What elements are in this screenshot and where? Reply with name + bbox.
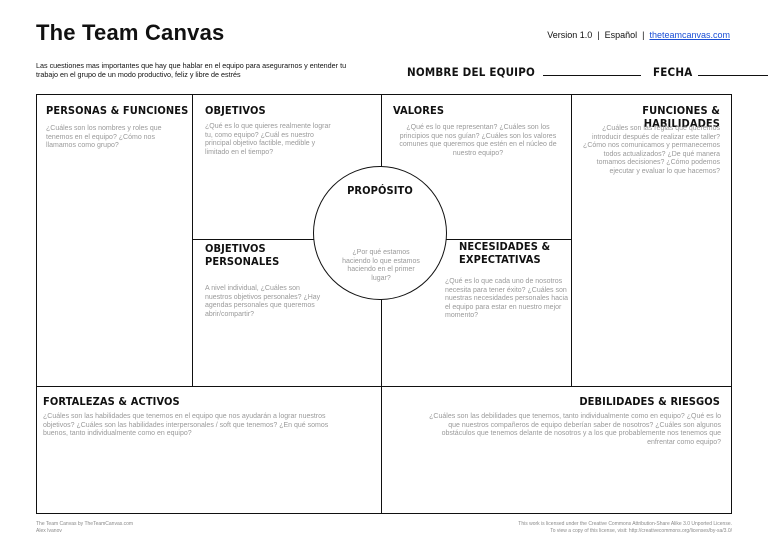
intro-text: Las cuestiones mas importantes que hay q… [36, 61, 347, 79]
section-hint-fortalezas[interactable]: ¿Cuáles son las habilidades que tenemos … [43, 413, 329, 438]
section-title-necesidades: NECESIDADES & EXPECTATIVAS [459, 240, 571, 266]
section-title-personales-line1: OBJETIVOS [205, 242, 266, 255]
language-link[interactable]: Español [604, 30, 638, 40]
purpose-circle [313, 166, 447, 300]
section-hint-funciones[interactable]: ¿Cuáles son las reglas que queremos intr… [583, 125, 720, 175]
section-hint-personales[interactable]: A nivel individual, ¿Cuáles son nuestros… [205, 285, 321, 318]
section-hint-debilidades[interactable]: ¿Cuáles son las debilidades que tenemos,… [429, 413, 721, 446]
footer-license-link[interactable]: To view a copy of this license, visit: h… [550, 527, 732, 534]
website-link[interactable]: theteamcanvas.com [649, 30, 730, 40]
section-title-fortalezas: FORTALEZAS & ACTIVOS [43, 395, 180, 408]
section-title-funciones: FUNCIONES & HABILIDADES [642, 104, 720, 130]
grid-divider [381, 94, 383, 514]
section-title-debilidades: DEBILIDADES & RIESGOS [579, 395, 720, 408]
grid-divider [36, 386, 732, 388]
section-hint-proposito[interactable]: ¿Por qué estamos haciendo lo que estamos… [342, 249, 420, 282]
footer-license: This work is licensed under the Creative… [518, 521, 732, 527]
section-title-necesidades-line2: EXPECTATIVAS [459, 253, 541, 266]
separator: | [642, 30, 645, 40]
team-name-label: NOMBRE DEL EQUIPO [407, 65, 536, 79]
section-hint-valores[interactable]: ¿Qué es lo que representan? ¿Cuáles son … [399, 124, 557, 157]
section-title-proposito: PROPÓSITO [347, 184, 413, 197]
footer-author: Alex Ivanov [36, 527, 62, 534]
footer-credit: The Team Canvas by TheTeamCanvas.com [36, 521, 134, 527]
page-title: The Team Canvas [36, 20, 225, 45]
team-name-input[interactable] [543, 67, 642, 76]
footer-right: This work is licensed under the Creative… [412, 521, 732, 534]
date-input[interactable] [698, 67, 768, 76]
footer-left: The Team Canvas by TheTeamCanvas.com Ale… [36, 521, 236, 534]
canvas-grid [36, 94, 732, 514]
header-meta: Version 1.0 | Español | theteamcanvas.com [547, 30, 730, 40]
separator: | [597, 30, 600, 40]
section-title-personales-line2: PERSONALES [205, 255, 280, 268]
section-hint-necesidades[interactable]: ¿Qué es lo que cada uno de nosotros nece… [445, 278, 568, 320]
version-label: Version 1.0 [547, 30, 593, 40]
section-title-necesidades-line1: NECESIDADES & [459, 240, 551, 253]
team-name-field: NOMBRE DEL EQUIPO FECHA [407, 65, 768, 79]
section-title-personas: PERSONAS & FUNCIONES [46, 104, 189, 117]
section-title-personales: OBJETIVOS PERSONALES [205, 242, 325, 268]
section-title-objetivos: OBJETIVOS [205, 104, 266, 117]
section-hint-personas[interactable]: ¿Cuáles son los nombres y roles que tene… [46, 125, 162, 150]
section-hint-objetivos[interactable]: ¿Qué es lo que quieres realmente lograr … [205, 123, 331, 156]
date-label: FECHA [653, 65, 693, 79]
section-title-valores: VALORES [393, 104, 445, 117]
